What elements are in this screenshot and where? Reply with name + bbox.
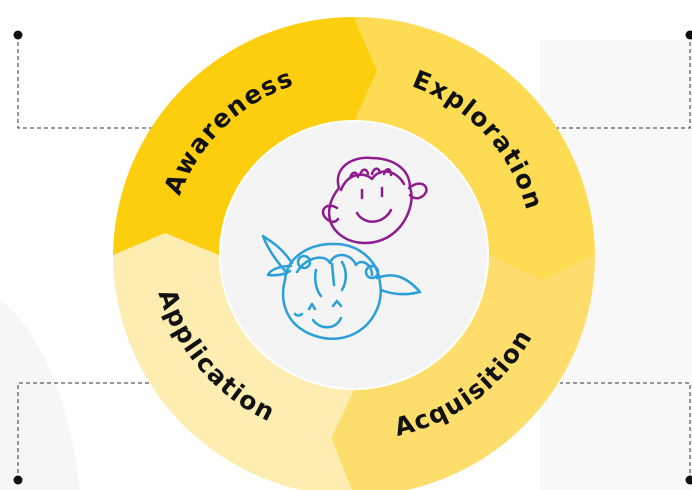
- connector-lines: [17, 35, 691, 480]
- segment-awareness: [113, 16, 377, 256]
- girl-face-icon: [261, 234, 422, 340]
- connector-dots: [13, 30, 692, 485]
- segment-acquisition: [331, 255, 595, 490]
- connector-dot: [685, 475, 692, 485]
- connector-bottom-left: [17, 382, 150, 480]
- boy-face-icon: [321, 156, 428, 245]
- segment-exploration: [354, 17, 595, 281]
- connector-top-right: [548, 35, 691, 129]
- connector-top-left: [17, 35, 160, 129]
- connector-dot: [685, 30, 692, 40]
- center-circle: [221, 122, 487, 388]
- segment-application: [113, 233, 354, 490]
- background-shape: [0, 300, 80, 490]
- connector-dot: [13, 475, 23, 485]
- connector-bottom-right: [560, 382, 691, 480]
- connector-dot: [13, 30, 23, 40]
- cycle-ring: [113, 16, 595, 490]
